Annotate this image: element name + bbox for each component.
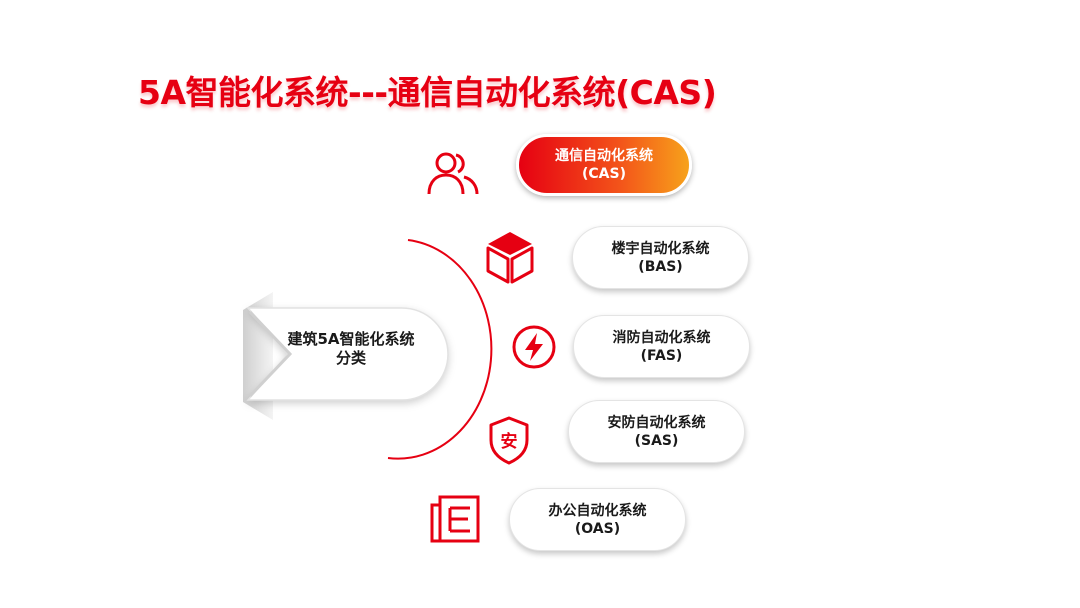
- sas-label: 安防自动化系统(SAS): [607, 414, 706, 449]
- page-title: 5A智能化系统---通信自动化系统(CAS): [138, 73, 717, 112]
- document-icon: [430, 495, 480, 543]
- center-label: 建筑5A智能化系统分类: [287, 330, 415, 367]
- connector-arc: [387, 239, 493, 460]
- center-pill: [246, 307, 449, 401]
- cas-button[interactable]: 通信自动化系统(CAS): [516, 134, 692, 196]
- svg-text:安: 安: [501, 431, 518, 452]
- cas-label: 通信自动化系统(CAS): [555, 148, 653, 182]
- sas-button[interactable]: 安防自动化系统(SAS): [568, 400, 745, 463]
- cube-icon: [486, 232, 534, 284]
- shield-icon: 安: [489, 416, 529, 465]
- users-icon: [427, 152, 479, 195]
- fas-label: 消防自动化系统(FAS): [612, 329, 711, 364]
- oas-label: 办公自动化系统(OAS): [548, 502, 647, 537]
- fas-button[interactable]: 消防自动化系统(FAS): [573, 315, 750, 378]
- bas-label: 楼宇自动化系统(BAS): [611, 240, 710, 275]
- arrow-chevron: [248, 310, 293, 398]
- lightning-icon: [512, 325, 556, 369]
- bas-button[interactable]: 楼宇自动化系统(BAS): [572, 226, 749, 289]
- oas-button[interactable]: 办公自动化系统(OAS): [509, 488, 686, 551]
